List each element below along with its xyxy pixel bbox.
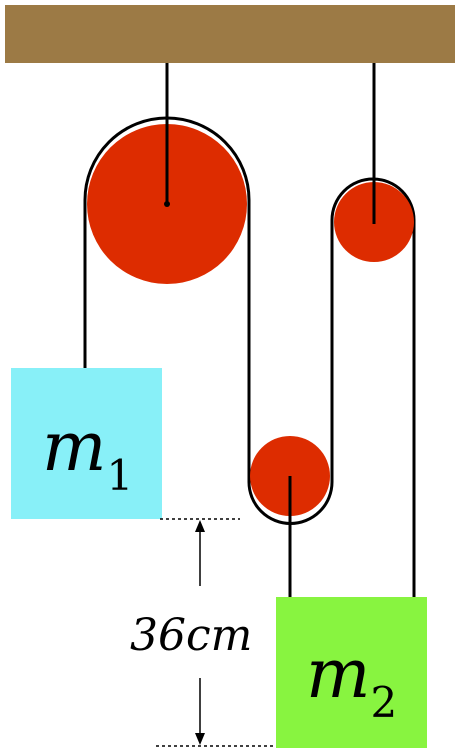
rope-wrap-movable-pulley xyxy=(247,481,334,525)
rope-wrap-small-pulley xyxy=(330,177,416,221)
big-pulley-axle xyxy=(164,201,170,207)
ropes xyxy=(83,63,416,597)
dimension-arrowhead-up xyxy=(195,520,205,532)
dimension-markers xyxy=(156,518,276,747)
mass-m1-block xyxy=(11,368,162,519)
dimension-label: 36cm xyxy=(130,610,252,661)
mass-m1-label: m1 xyxy=(42,408,133,500)
mass-m2-block xyxy=(276,597,427,748)
mass-m2-label: m2 xyxy=(306,635,397,727)
ceiling-beam xyxy=(5,5,455,63)
rope-wrap-big-pulley xyxy=(83,116,251,201)
dimension-arrowhead-down xyxy=(195,733,205,745)
